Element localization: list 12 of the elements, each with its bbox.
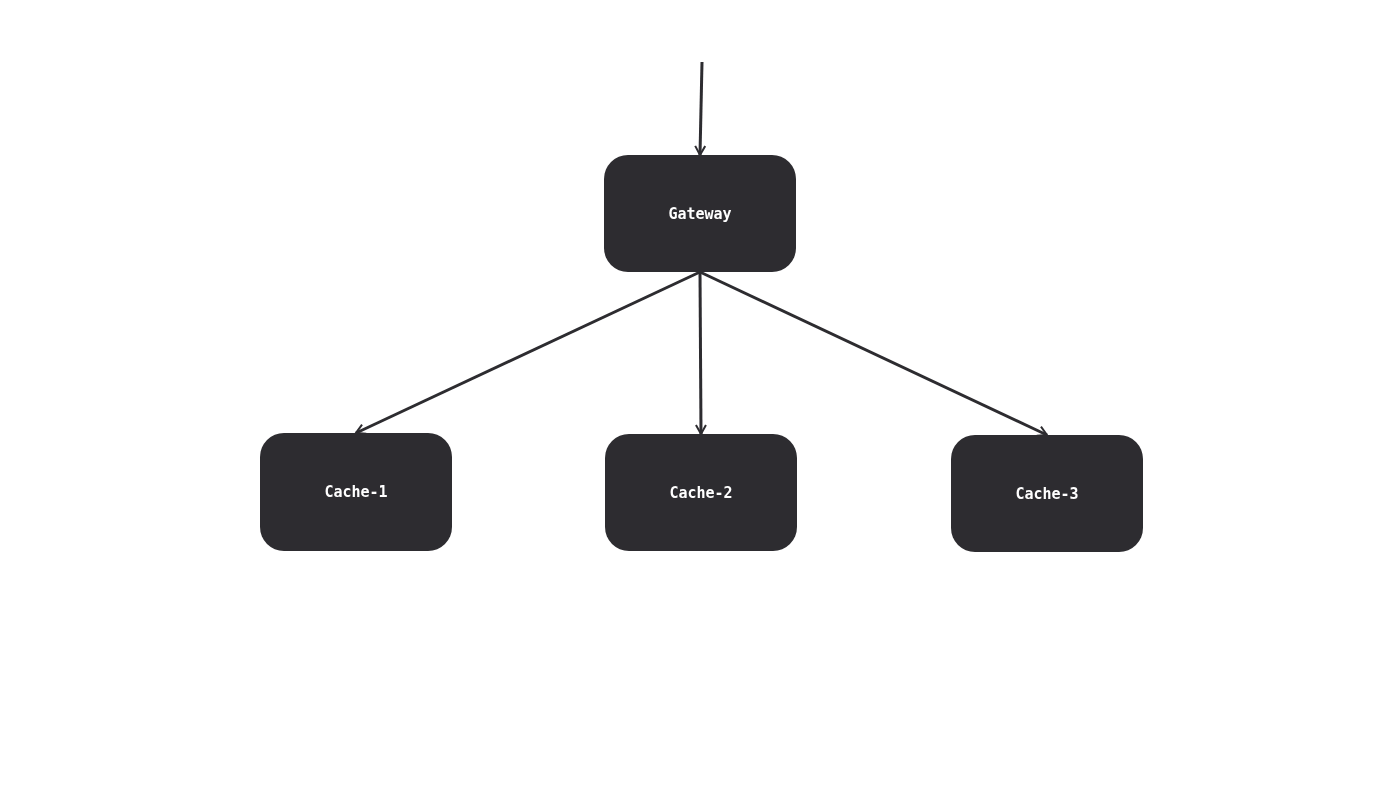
arrow [699, 270, 1048, 437]
process-box [951, 435, 1143, 552]
process-box [604, 155, 796, 272]
node-label: Gateway [668, 204, 732, 223]
arrow [694, 272, 707, 435]
node-label: Cache-3 [1015, 484, 1079, 503]
arrow [694, 61, 707, 156]
node-label: Cache-2 [669, 483, 733, 502]
arrow [355, 270, 701, 435]
process-box [260, 433, 452, 551]
process-box [605, 434, 797, 551]
node-label: Cache-1 [324, 483, 388, 501]
